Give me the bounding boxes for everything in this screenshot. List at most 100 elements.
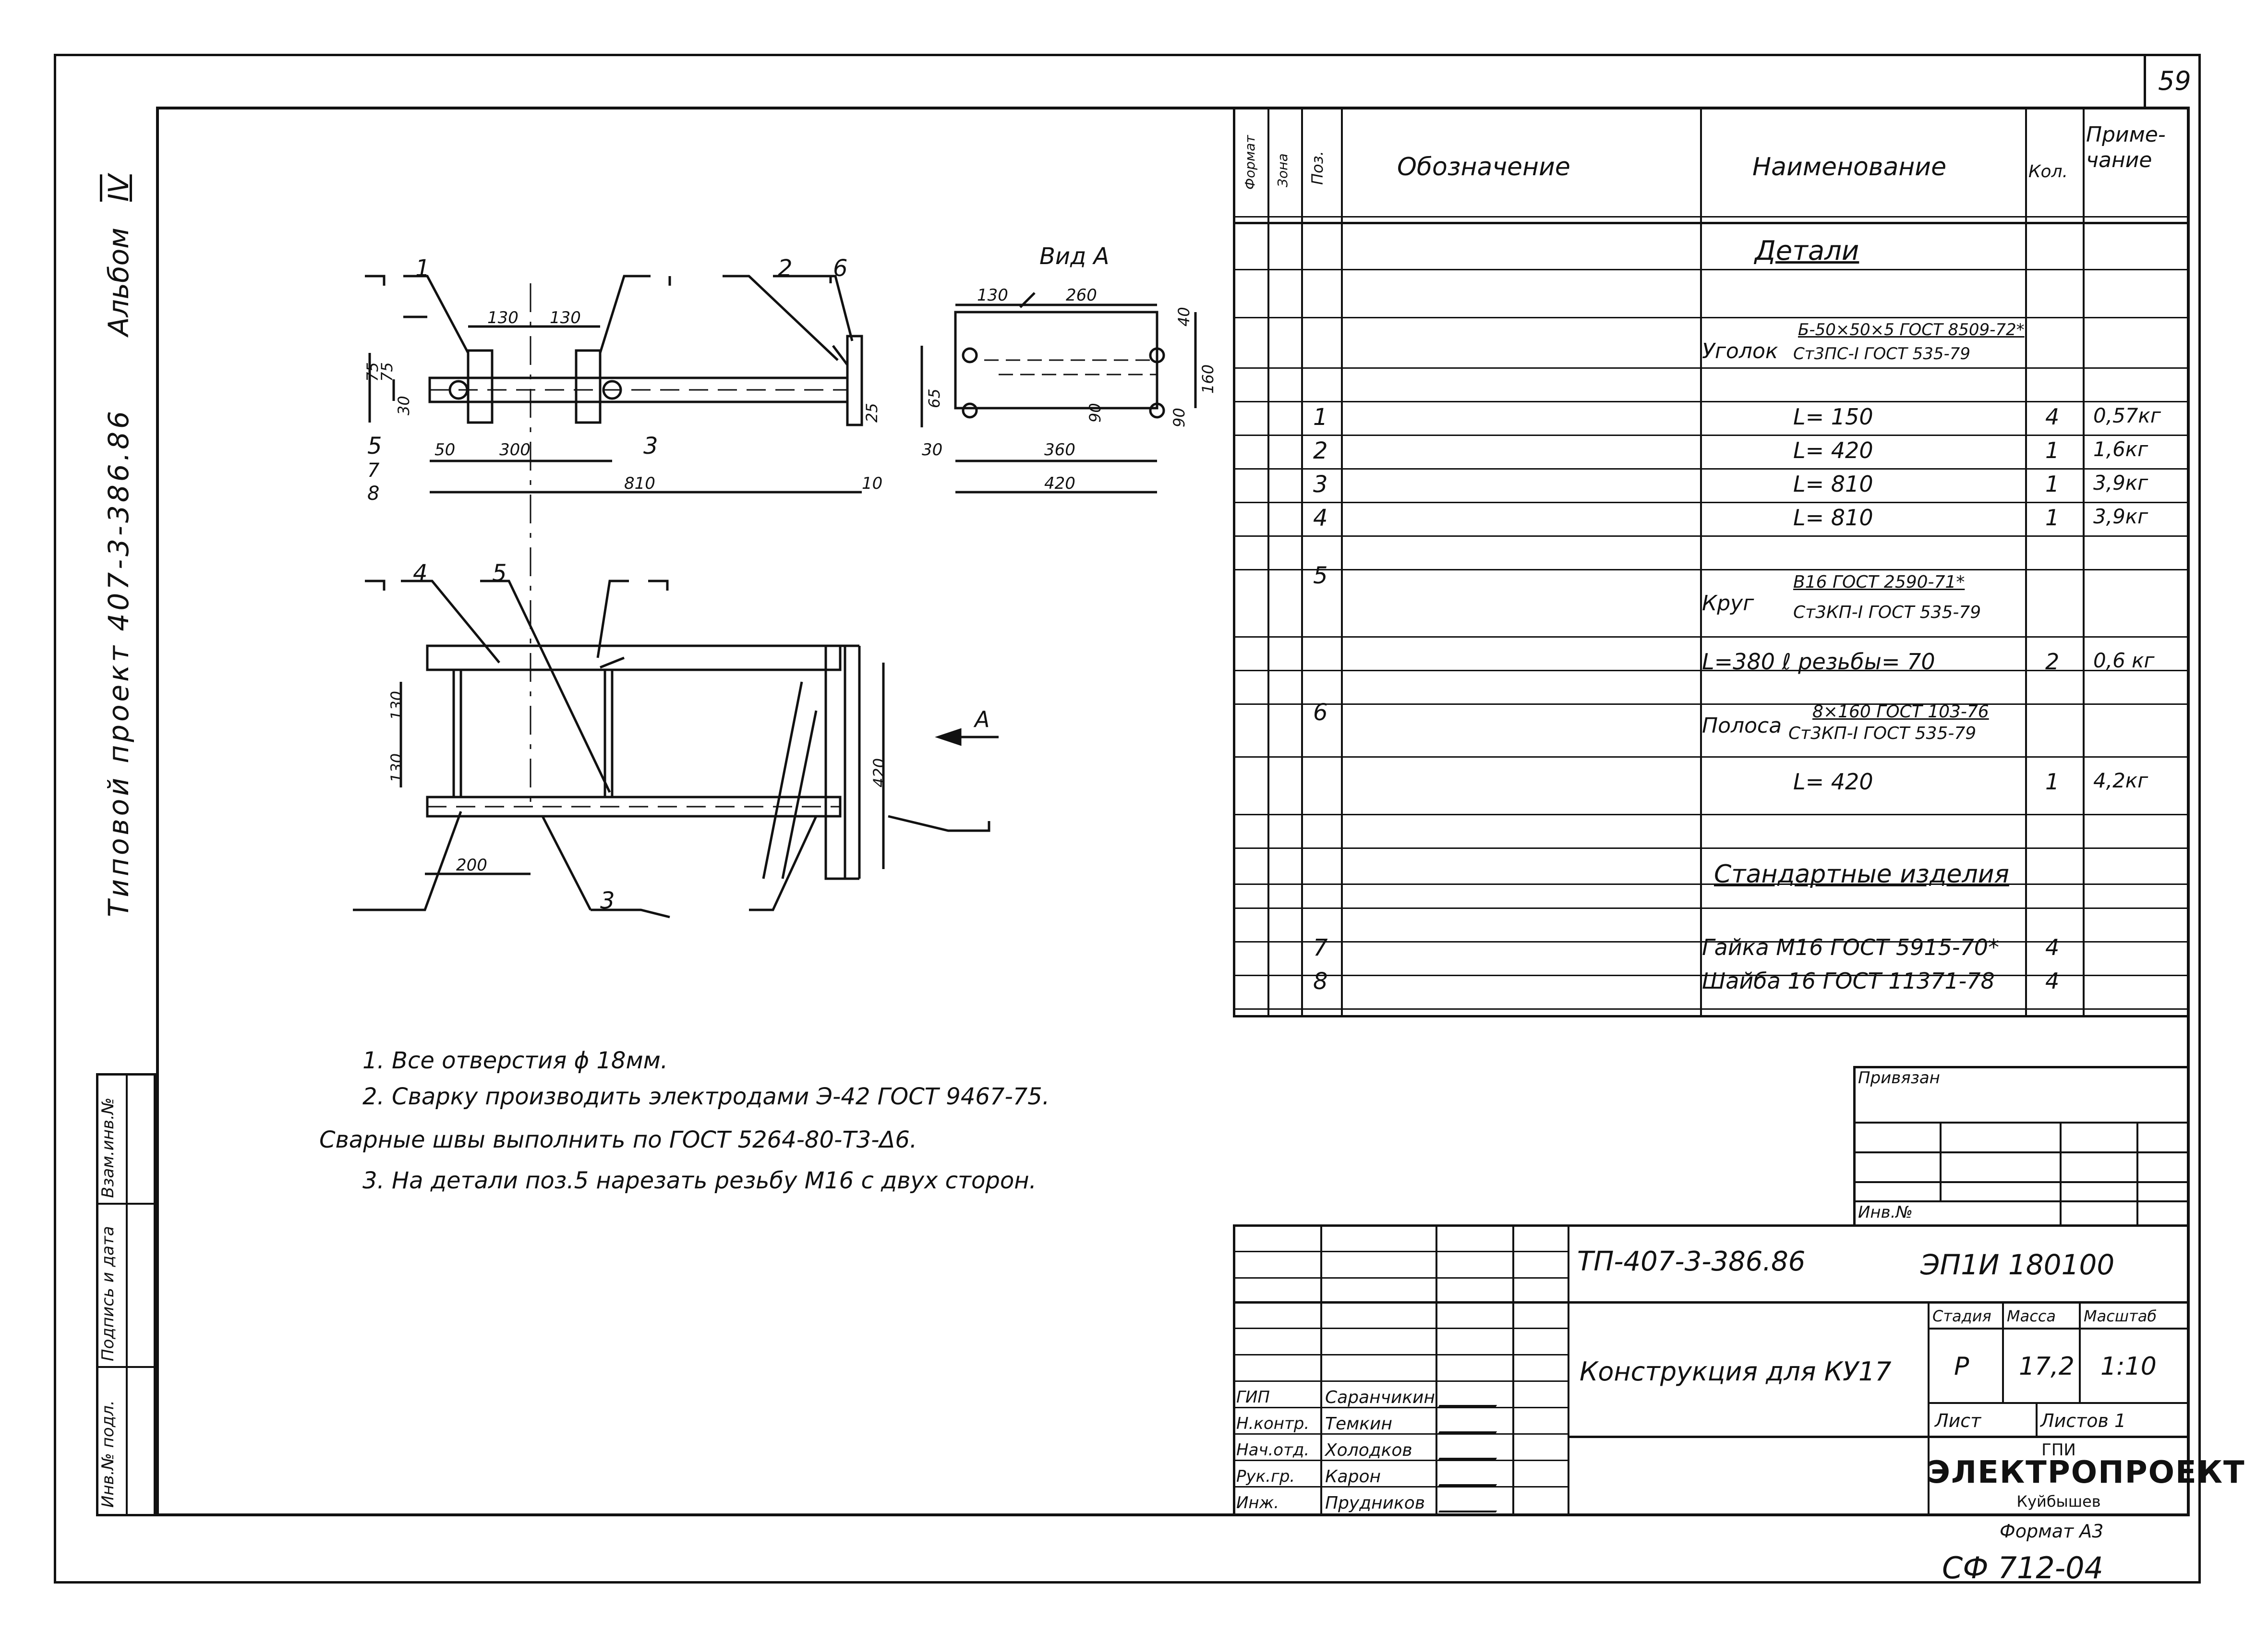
spec-row-name: L= 810	[1793, 505, 1873, 531]
spec-row-pos: 6	[1313, 699, 1328, 726]
view-dim-90b: 90	[1086, 403, 1104, 423]
signature	[1438, 1418, 1505, 1433]
dim-10: 10	[862, 474, 883, 493]
spec-row-name: L= 810	[1793, 471, 1873, 497]
spec-row-qty: 2	[2045, 649, 2060, 675]
plate-6	[846, 335, 863, 426]
spec-row-pos: 7	[1313, 934, 1328, 961]
plan-dim-200: 200	[456, 856, 487, 875]
scale-header: Масштаб	[2084, 1307, 2157, 1325]
note-2: 2. Сварку производить электродами Э-42 Г…	[362, 1083, 1050, 1110]
hdr-name: Наименование	[1752, 153, 1947, 181]
spec-row-note: 0,6 кг	[2093, 649, 2155, 672]
sheet-header: Лист	[1935, 1410, 1981, 1431]
view-dim-90a: 90	[1170, 408, 1188, 427]
pos-3-top: 3	[643, 433, 658, 460]
view-dim-40: 40	[1175, 307, 1193, 327]
section-standard: Стандартные изделия	[1714, 860, 2009, 889]
spec-row-qty: 4	[2045, 404, 2060, 430]
plan-dim-130b: 130	[387, 753, 406, 783]
hdr-qty: Кол.	[2028, 162, 2068, 181]
view-dim-130: 130	[977, 286, 1008, 305]
spec-row-note: 0,57кг	[2093, 404, 2161, 427]
pos-5-plan: 5	[492, 560, 507, 587]
dim-810: 810	[624, 474, 655, 493]
spec-table	[1233, 107, 2190, 1017]
privyazan-label: Привязан	[1858, 1068, 1940, 1088]
code2: ЭП1И 180100	[1920, 1248, 2115, 1281]
hdr-zone: Зона	[1275, 153, 1291, 187]
view-dim-360: 360	[1044, 440, 1075, 460]
spec-row-name: L= 420	[1793, 437, 1873, 463]
spec-row-note: 3,9кг	[2093, 505, 2148, 528]
title-block	[1233, 1224, 2190, 1516]
spec-row-note: 4,2кг	[2093, 769, 2148, 792]
spec-row-note: 1,6кг	[2093, 437, 2148, 461]
stage-value: Р	[1954, 1352, 1969, 1381]
dim-50: 50	[434, 440, 456, 460]
pos-3-plan: 3	[600, 887, 615, 914]
krug-label: Круг	[1702, 591, 1754, 616]
spec-row-qty: 4	[2045, 934, 2060, 960]
pos-7: 7	[367, 460, 380, 482]
staff-role: Н.контр.	[1236, 1414, 1310, 1433]
privyazan-block	[1853, 1066, 2190, 1224]
pos-6: 6	[833, 255, 848, 282]
dim-130a: 130	[487, 308, 519, 327]
polosa-label: Полоса	[1702, 714, 1782, 738]
dim-75b: 75	[378, 362, 396, 382]
spec-row-qty: 4	[2045, 968, 2060, 994]
plan-dim-420: 420	[870, 758, 888, 787]
plan-dim-130a: 130	[387, 690, 406, 720]
section-details: Детали	[1755, 235, 1859, 266]
spec-row-qty: 1	[2045, 437, 2060, 463]
stage-header: Стадия	[1932, 1307, 1991, 1325]
pos-1: 1	[415, 255, 430, 282]
org-line-3: Куйбышев	[2016, 1492, 2101, 1511]
signature	[1438, 1391, 1505, 1407]
bottom-code: СФ 712-04	[1942, 1550, 2103, 1585]
hdr-designation: Обозначение	[1397, 153, 1570, 181]
staff-name: Карон	[1325, 1467, 1381, 1487]
angle-1-left	[467, 349, 494, 424]
spec-row-pos: 4	[1313, 505, 1328, 532]
hdr-note: Приме- чание	[2086, 122, 2166, 172]
plan-plate-6	[824, 644, 846, 880]
staff-role: Рук.гр.	[1236, 1467, 1295, 1486]
format-label: Формат А3	[2000, 1521, 2104, 1542]
mass-value: 17,2	[2019, 1352, 2075, 1381]
spec-row-name: Гайка М16 ГОСТ 5915-70*	[1702, 934, 2000, 960]
ugolok-spec2: Ст3ПС-I ГОСТ 535-79	[1793, 344, 1971, 363]
mass-header: Масса	[2007, 1307, 2056, 1325]
spec-row-pos: 2	[1313, 437, 1328, 464]
signature	[1438, 1497, 1505, 1512]
krug-spec1: В16 ГОСТ 2590-71*	[1793, 572, 1965, 592]
note-2b: Сварные швы выполнить по ГОСТ 5264-80-Т3…	[319, 1126, 917, 1153]
spec-row-note: 3,9кг	[2093, 471, 2148, 495]
polosa-spec1: 8×160 ГОСТ 103-76	[1812, 702, 1989, 722]
ugolok-spec1: Б-50×50×5 ГОСТ 8509-72*	[1798, 320, 2025, 339]
view-a-label: Вид А	[1039, 243, 1110, 270]
dim-130b: 130	[550, 308, 581, 327]
spec-row-name: L=380 ℓ резьбы= 70	[1702, 649, 1935, 675]
arrow-a-label: А	[975, 706, 990, 732]
spec-row-qty: 1	[2045, 471, 2060, 497]
scale-value: 1:10	[2100, 1352, 2157, 1381]
dim-25: 25	[863, 403, 881, 423]
view-a-plate	[954, 311, 1158, 410]
note-3: 3. На детали поз.5 нарезать резьбу М16 с…	[362, 1167, 1037, 1194]
dim-300: 300	[499, 440, 531, 460]
spec-row-pos: 8	[1313, 968, 1328, 995]
signature	[1438, 1471, 1505, 1486]
org-line-2: ЭЛЕКТРОПРОЕКТ	[1928, 1455, 2245, 1490]
hdr-pos: Поз.	[1308, 151, 1327, 185]
view-dim-420: 420	[1044, 474, 1075, 493]
spec-row-qty: 1	[2045, 505, 2060, 531]
view-dim-160: 160	[1199, 364, 1217, 394]
spec-row-name: L= 150	[1793, 404, 1873, 430]
pos-4-plan: 4	[413, 560, 428, 587]
pos-5-top: 5	[367, 433, 382, 460]
pos-2: 2	[778, 255, 793, 282]
view-dim-260: 260	[1066, 286, 1097, 305]
